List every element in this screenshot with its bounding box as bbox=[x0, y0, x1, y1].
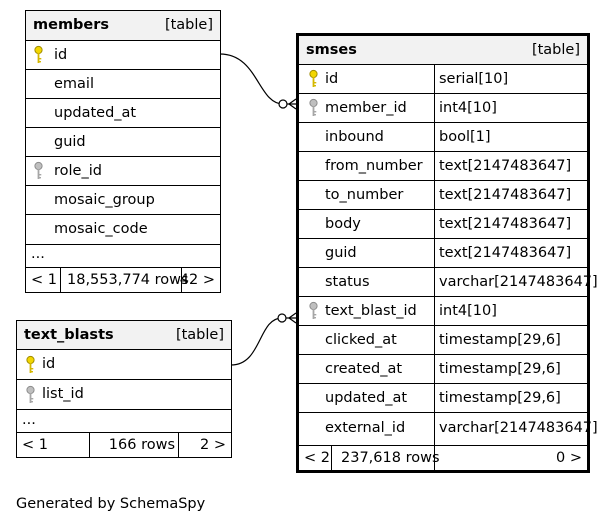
column-row[interactable]: id serial[10] bbox=[299, 65, 587, 94]
text-blasts-footer: < 1 166 rows 2 > bbox=[17, 433, 231, 457]
column-row[interactable]: mosaic_code bbox=[26, 215, 220, 244]
table-kind: [table] bbox=[164, 17, 213, 33]
column-row[interactable]: body text[2147483647] bbox=[299, 210, 587, 239]
column-row[interactable]: email bbox=[26, 70, 220, 99]
parents-count: < 1 bbox=[22, 437, 48, 453]
column-name: external_id bbox=[325, 420, 406, 436]
generated-by-caption: Generated by SchemaSpy bbox=[16, 496, 206, 512]
foreign-key-icon bbox=[34, 161, 43, 179]
members-header: members [table] bbox=[26, 11, 220, 41]
members-table[interactable]: members [table] id email updated_at guid… bbox=[25, 10, 221, 293]
column-row[interactable]: text_blast_id int4[10] bbox=[299, 297, 587, 326]
row-count: 237,618 rows bbox=[341, 450, 440, 466]
row-count: 18,553,774 rows bbox=[67, 272, 189, 288]
members-to-smses-connector bbox=[219, 53, 297, 110]
column-type: bool[1] bbox=[439, 129, 491, 145]
column-row[interactable]: updated_at timestamp[29,6] bbox=[299, 384, 587, 413]
text-blasts-to-smses-connector bbox=[230, 312, 297, 366]
column-name: list_id bbox=[42, 386, 84, 402]
column-type: text[2147483647] bbox=[439, 158, 572, 174]
column-name: from_number bbox=[325, 158, 423, 174]
table-kind: [table] bbox=[531, 42, 580, 58]
column-type: text[2147483647] bbox=[439, 187, 572, 203]
column-row[interactable]: list_id bbox=[17, 380, 231, 409]
text-blasts-columns: id list_id bbox=[17, 350, 231, 409]
members-columns: id email updated_at guid role_id mosaic_… bbox=[26, 41, 220, 244]
foreign-key-icon bbox=[309, 301, 318, 319]
column-name: updated_at bbox=[54, 105, 137, 121]
more-columns: ... bbox=[26, 244, 220, 268]
column-row[interactable]: external_id varchar[2147483647] bbox=[299, 413, 598, 445]
column-row[interactable]: created_at timestamp[29,6] bbox=[299, 355, 587, 384]
column-name: text_blast_id bbox=[325, 303, 417, 319]
more-columns: ... bbox=[17, 409, 231, 433]
column-name: mosaic_code bbox=[54, 221, 148, 237]
column-type: varchar[2147483647] bbox=[439, 274, 598, 290]
column-name: clicked_at bbox=[325, 332, 397, 348]
column-name: guid bbox=[54, 134, 86, 150]
column-row[interactable]: role_id bbox=[26, 157, 220, 186]
column-type: varchar[2147483647] bbox=[439, 420, 598, 436]
primary-key-icon bbox=[34, 45, 43, 63]
column-name: status bbox=[325, 274, 370, 290]
column-row[interactable]: member_id int4[10] bbox=[299, 94, 587, 123]
table-kind: [table] bbox=[175, 327, 224, 343]
column-name: role_id bbox=[54, 163, 102, 179]
row-count: 166 rows bbox=[108, 437, 175, 453]
column-name: to_number bbox=[325, 187, 404, 203]
column-type: text[2147483647] bbox=[439, 245, 572, 261]
column-name: updated_at bbox=[325, 390, 408, 406]
column-name: created_at bbox=[325, 361, 403, 377]
table-name: smses bbox=[306, 42, 357, 58]
column-name: member_id bbox=[325, 100, 407, 116]
column-row[interactable]: from_number text[2147483647] bbox=[299, 152, 587, 181]
members-footer: < 1 18,553,774 rows 42 > bbox=[26, 268, 220, 292]
foreign-key-icon bbox=[26, 385, 35, 403]
table-name: members bbox=[33, 17, 110, 33]
column-type: timestamp[29,6] bbox=[439, 361, 561, 377]
column-name: mosaic_group bbox=[54, 192, 155, 208]
column-type: int4[10] bbox=[439, 303, 497, 319]
column-type: text[2147483647] bbox=[439, 216, 572, 232]
column-row[interactable]: guid bbox=[26, 128, 220, 157]
smses-header: smses [table] bbox=[299, 36, 587, 65]
column-row[interactable]: to_number text[2147483647] bbox=[299, 181, 587, 210]
text-blasts-header: text_blasts [table] bbox=[17, 321, 231, 350]
column-name: email bbox=[54, 76, 94, 92]
primary-key-icon bbox=[26, 355, 35, 373]
smses-footer: < 2 237,618 rows 0 > bbox=[299, 446, 587, 470]
column-type: timestamp[29,6] bbox=[439, 332, 561, 348]
children-count: 0 > bbox=[556, 450, 582, 466]
column-name: id bbox=[54, 47, 68, 63]
table-name: text_blasts bbox=[24, 327, 114, 343]
column-row[interactable]: id bbox=[17, 350, 231, 380]
foreign-key-icon bbox=[309, 98, 318, 116]
column-type: serial[10] bbox=[439, 71, 509, 87]
column-row[interactable]: updated_at bbox=[26, 99, 220, 128]
children-count: 42 > bbox=[179, 272, 215, 288]
column-name: guid bbox=[325, 245, 357, 261]
column-type: int4[10] bbox=[439, 100, 497, 116]
column-row[interactable]: mosaic_group bbox=[26, 186, 220, 215]
column-name: id bbox=[325, 71, 339, 87]
column-row[interactable]: inbound bool[1] bbox=[299, 123, 587, 152]
column-name: id bbox=[42, 356, 56, 372]
text-blasts-table[interactable]: text_blasts [table] id list_id ... < 1 1… bbox=[16, 320, 232, 458]
column-row[interactable]: id bbox=[26, 41, 220, 70]
column-name: body bbox=[325, 216, 361, 232]
column-type: timestamp[29,6] bbox=[439, 390, 561, 406]
children-count: 2 > bbox=[200, 437, 226, 453]
column-row[interactable]: status varchar[2147483647] bbox=[299, 268, 598, 297]
parents-count: < 2 bbox=[304, 450, 330, 466]
parents-count: < 1 bbox=[31, 272, 57, 288]
primary-key-icon bbox=[309, 69, 318, 87]
column-row[interactable]: guid text[2147483647] bbox=[299, 239, 587, 268]
column-name: inbound bbox=[325, 129, 384, 145]
smses-columns: id serial[10] member_id int4[10] inbound… bbox=[299, 65, 598, 446]
column-row[interactable]: clicked_at timestamp[29,6] bbox=[299, 326, 587, 355]
smses-table[interactable]: smses [table] id serial[10] member_id in… bbox=[296, 33, 598, 473]
